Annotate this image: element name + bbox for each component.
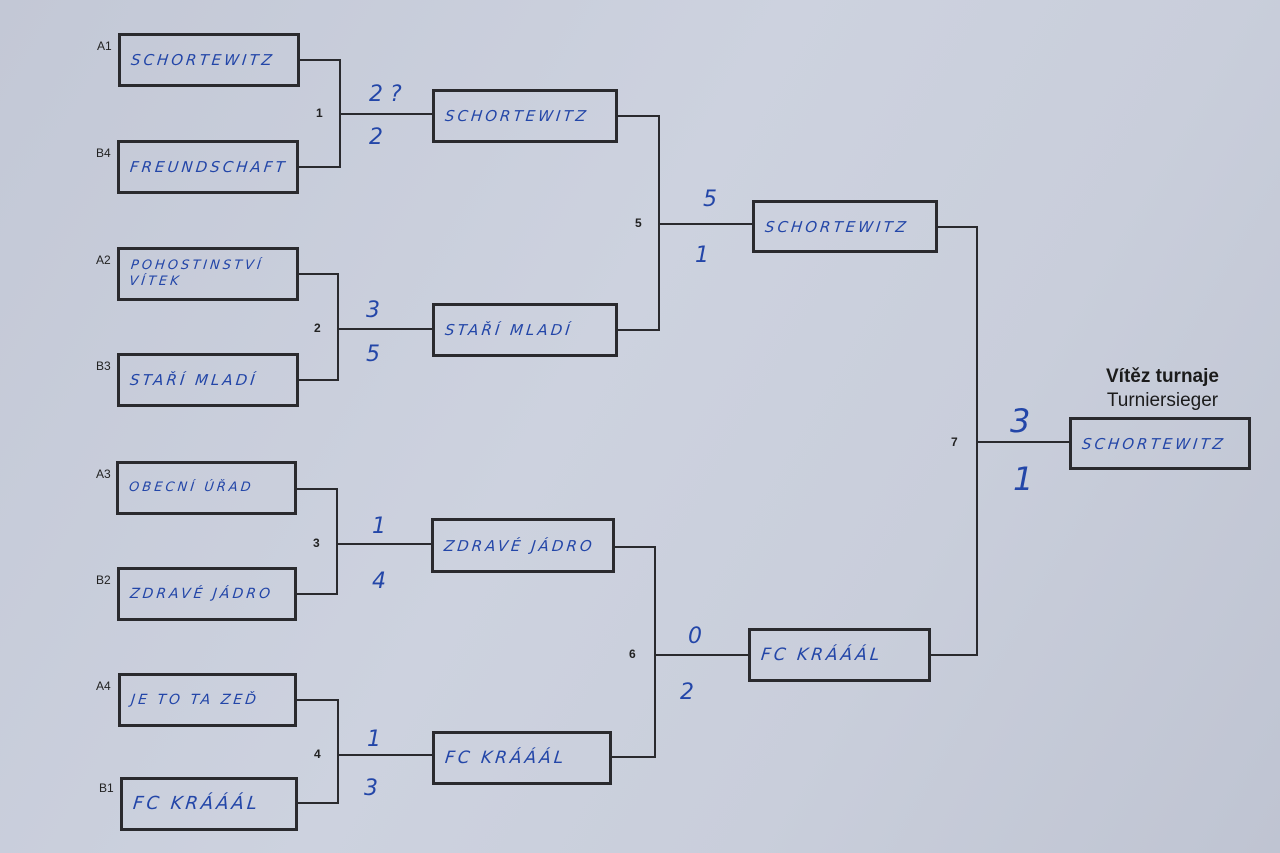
round2-slot-2: STAŘÍ MLADÍ	[432, 303, 618, 357]
score-bottom: 1	[695, 243, 709, 268]
team-name: SCHORTEWITZ	[130, 51, 276, 69]
round2-slot-1: SCHORTEWITZ	[432, 89, 618, 143]
score-bottom: 2	[680, 680, 694, 705]
team-name: ZDRAVÉ JÁDRO	[129, 586, 274, 602]
team-name: STAŘÍ MLADÍ	[444, 321, 574, 339]
team-name: FREUNDSCHAFT	[129, 158, 289, 176]
seed-label: B2	[96, 573, 111, 587]
round2-slot-3: ZDRAVÉ JÁDRO	[431, 518, 615, 573]
match-number: 6	[629, 647, 636, 661]
team-name: JE TO TA ZEĎ	[130, 692, 260, 708]
seed-label: B4	[96, 146, 111, 160]
match-number: 7	[951, 435, 958, 449]
score-bottom: 1	[1013, 460, 1034, 498]
team-slot-b2: ZDRAVÉ JÁDRO	[117, 567, 297, 621]
score-bottom: 3	[364, 776, 378, 801]
score-top: 1	[372, 514, 386, 539]
team-slot-b4: FREUNDSCHAFT	[117, 140, 299, 194]
seed-label: A1	[97, 39, 112, 53]
score-top: 0	[688, 624, 702, 649]
team-name: OBECNÍ ÚŘAD	[128, 480, 255, 495]
seed-label: B3	[96, 359, 111, 373]
winner-subtitle: Turniersieger	[1106, 390, 1219, 411]
match-5-connector	[618, 115, 752, 331]
team-slot-a4: JE TO TA ZEĎ	[118, 673, 297, 727]
winner-slot: SCHORTEWITZ	[1069, 417, 1251, 470]
match-2-connector	[299, 273, 432, 381]
score-bottom: 4	[372, 569, 386, 594]
match-number: 3	[313, 536, 320, 550]
team-name: ZDRAVÉ JÁDRO	[443, 536, 596, 555]
match-number: 1	[316, 106, 323, 120]
score-top: 2 ?	[369, 82, 402, 107]
seed-label: A2	[96, 253, 111, 267]
match-number: 5	[635, 216, 642, 230]
team-name: SCHORTEWITZ	[444, 107, 590, 125]
team-slot-a3: OBECNÍ ÚŘAD	[116, 461, 297, 515]
match-1-connector	[299, 59, 432, 168]
team-name: FC KRÁÁÁL	[131, 793, 262, 814]
match-6-connector	[612, 546, 748, 758]
match-3-connector	[297, 488, 431, 595]
team-slot-b3: STAŘÍ MLADÍ	[117, 353, 299, 407]
match-number: 4	[314, 747, 321, 761]
score-bottom: 2	[369, 125, 383, 150]
team-name: FC KRÁÁÁL	[443, 748, 568, 768]
score-top: 1	[367, 727, 381, 752]
round2-slot-4: FC KRÁÁÁL	[432, 731, 612, 785]
score-top: 3	[1010, 402, 1031, 440]
team-name: STAŘÍ MLADÍ	[129, 371, 259, 389]
match-7-connector	[931, 226, 1069, 656]
match-number: 2	[314, 321, 321, 335]
round3-slot-2: FC KRÁÁÁL	[748, 628, 931, 682]
team-name: SCHORTEWITZ	[1081, 434, 1227, 453]
match-4-connector	[297, 699, 432, 804]
winner-title: Vítěz turnaje	[1106, 366, 1219, 387]
score-top: 5	[703, 187, 717, 212]
team-slot-a1: SCHORTEWITZ	[118, 33, 300, 87]
team-name: FC KRÁÁÁL	[759, 645, 884, 665]
team-slot-a2: POHOSTINSTVÍ VÍTEK	[117, 247, 299, 301]
seed-label: B1	[99, 781, 114, 795]
team-name: POHOSTINSTVÍ VÍTEK	[128, 258, 265, 289]
seed-label: A3	[96, 467, 111, 481]
team-name: SCHORTEWITZ	[764, 217, 910, 236]
score-top: 3	[366, 298, 380, 323]
score-bottom: 5	[366, 342, 380, 367]
team-slot-b1: FC KRÁÁÁL	[120, 777, 298, 831]
seed-label: A4	[96, 679, 111, 693]
round3-slot-1: SCHORTEWITZ	[752, 200, 938, 253]
